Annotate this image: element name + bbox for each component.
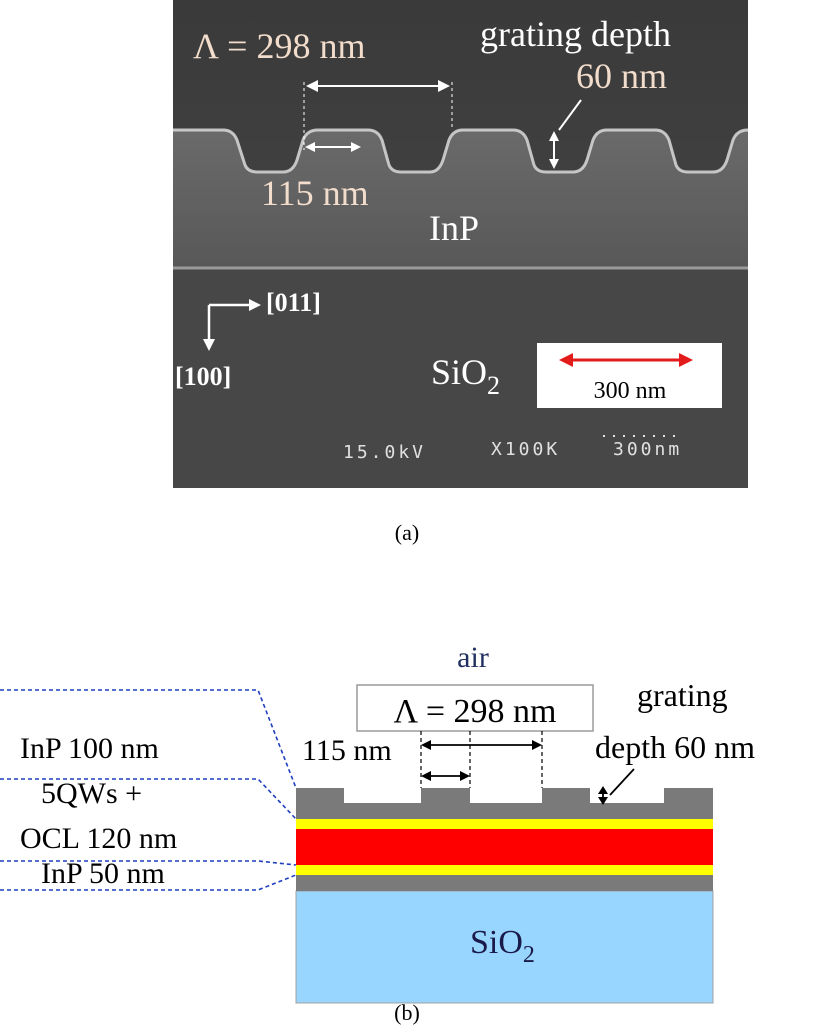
caption-a: (a) — [394, 520, 420, 545]
dir-100-label: [100] — [175, 362, 231, 391]
inp-bottom-layer — [296, 875, 713, 891]
layer-schematic: air Λ = 298 nm SiO2 115 nm grating depth… — [0, 641, 755, 1004]
leader-ocl — [0, 860, 297, 866]
air-label: air — [457, 641, 489, 674]
period-arrowhead-right — [532, 740, 542, 750]
scale-bar-arrowhead-right — [679, 353, 693, 367]
period-label: Λ = 298 nm — [193, 26, 365, 66]
layer-label-ocl: OCL 120 nm — [20, 822, 177, 855]
sem-micrograph: Λ = 298 nm 115 nm grating depth 60 nm In… — [173, 0, 748, 488]
leader-qw-top — [0, 778, 297, 820]
depth-value-label: 60 nm — [576, 56, 667, 96]
sem-magnification: X100K — [491, 439, 560, 460]
sem-voltage: 15.0kV — [343, 442, 426, 463]
ocl-layer — [296, 829, 713, 865]
depth-arrowhead-top — [549, 131, 559, 141]
inp-label: InP — [429, 208, 479, 248]
inp-grating-layer — [296, 788, 713, 819]
qw-top-layer — [296, 819, 713, 829]
tooth-width-label: 115 nm — [261, 173, 369, 213]
depth-arrowhead-bottom — [598, 797, 608, 805]
depth-leader — [558, 99, 582, 131]
caption-b: (b) — [394, 1000, 420, 1025]
tooth-width-arrowhead-right — [351, 142, 361, 152]
leader-inp-100 — [0, 689, 297, 789]
depth-leader — [609, 768, 635, 796]
sio2-label: SiO2 — [431, 352, 500, 400]
layer-label-5qws: 5QWs + — [41, 777, 142, 810]
scale-bar-label: 300 nm — [594, 378, 667, 404]
tooth-width-arrowhead-left — [421, 771, 431, 781]
sio2-substrate — [295, 890, 714, 1004]
sio2-label: SiO2 — [470, 924, 535, 968]
depth-arrowhead-top — [598, 786, 608, 794]
dir-100-arrowhead — [203, 339, 215, 351]
period-box — [356, 684, 594, 732]
inp-grating-layer — [173, 130, 748, 268]
grating-edge-highlight — [173, 128, 748, 174]
tooth-width-arrowhead-right — [460, 771, 470, 781]
grating-label-2: depth 60 nm — [595, 729, 755, 765]
qw-bottom-layer — [296, 865, 713, 875]
period-arrowhead-right — [438, 80, 450, 92]
grating-depth-label: grating depth — [480, 14, 671, 54]
leader-inp-50 — [0, 874, 297, 891]
depth-arrowhead-bottom — [549, 159, 559, 169]
period-arrowhead-left — [421, 740, 431, 750]
grating-label-1: grating — [637, 677, 728, 713]
scale-bar-arrowhead-left — [559, 353, 573, 367]
sem-scale: 300nm — [613, 439, 682, 460]
scale-bar-box — [537, 343, 722, 408]
period-label: Λ = 298 nm — [394, 693, 557, 730]
tooth-width-arrowhead-left — [305, 142, 315, 152]
dir-011-arrowhead — [249, 299, 261, 311]
layer-label-inp-50: InP 50 nm — [41, 857, 165, 890]
dir-011-label: [011] — [266, 288, 321, 317]
tooth-width-label: 115 nm — [302, 734, 392, 767]
period-arrowhead-left — [306, 80, 318, 92]
layer-label-inp-100: InP 100 nm — [20, 732, 159, 765]
